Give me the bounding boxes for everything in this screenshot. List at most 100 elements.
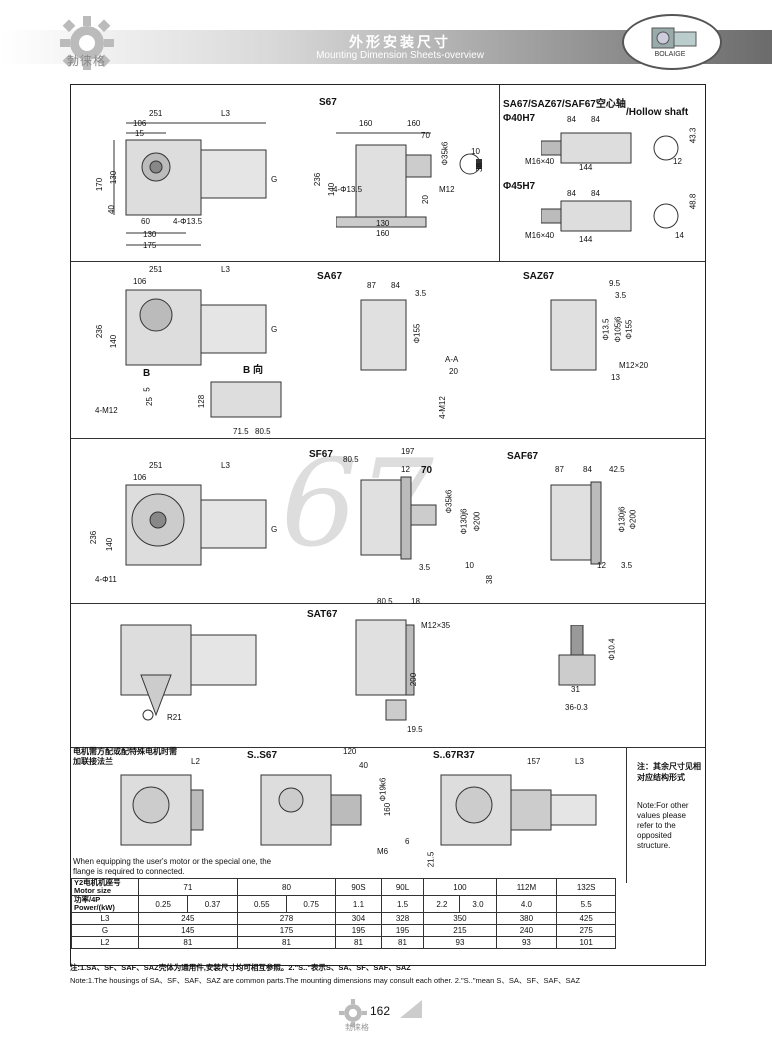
dim-label: Φ10.4 [607,638,617,661]
page-title-cn: 外形安装尺寸 [349,35,451,51]
dim-label: 251 [149,109,163,118]
dim-label: 170 [95,177,105,192]
dim-label: 80.5 [343,455,359,464]
dim-label: L3 [221,265,230,274]
dim-label: 60 [141,217,150,226]
dim-label: 38 [474,163,484,172]
section-divider [71,747,705,748]
table-header: 功率/4P Power/(kW) [71,895,139,913]
vertical-divider [499,85,500,261]
table-cell: 81 [335,936,382,949]
table-cell: 3.0 [459,895,497,913]
dim-label: 130 [376,219,390,228]
dim-label: 128 [197,394,207,409]
section-title-sat67: SAT67 [307,609,338,620]
dim-label: 20 [420,195,430,204]
dim-label: 3.5 [621,561,633,570]
s-67r37-view [440,774,597,846]
sat67-side-view [355,619,415,721]
dim-label: 42.5 [609,465,625,474]
dim-label: 38 [484,575,494,584]
dim-label: Φ130j6 [617,506,627,533]
table-cell: 245 [138,912,238,925]
dim-label: 4-M12 [437,396,447,419]
dim-label: 70 [421,131,430,140]
sf67-side-view [360,476,437,560]
dim-label: 87 [555,465,564,474]
dim-label: 10 [465,561,474,570]
table-row: Y2电机机座号 Motor size 71 80 90S 90L 100 112… [71,878,616,896]
table-cell: 1.1 [335,895,382,913]
dim-label: M16×40 [525,157,555,166]
adapter-view [120,774,204,846]
dim-label: Φ130j6 [459,508,469,535]
dim-label: R21 [167,713,182,722]
section-title-s-s67: S..S67 [247,750,278,761]
dim-label: 70 [421,465,433,476]
other-note-en: Note:For other values please refer to th… [637,801,689,850]
dim-label: 84 [391,281,400,290]
dim-label: L2 [191,757,200,766]
dim-label: 84 [583,465,592,474]
table-cell: 278 [236,912,337,925]
hollow-shaft-45 [541,200,679,232]
table-cell: 195 [335,924,382,937]
dim-label: 3.5 [419,563,431,572]
dim-label: 84 [591,189,600,198]
dim-label: 4-M12 [95,406,118,415]
sa67-front-view [125,289,267,366]
table-row: L2 81 81 81 81 93 93 101 [71,936,616,949]
section-title-sa67: SA67 [317,271,343,282]
dim-label: Φ155 [412,323,422,344]
vertical-divider [626,747,627,883]
dim-label: Φ155 [624,319,634,340]
dim-label: 4-Φ13.5 [173,217,203,226]
dim-label: 106 [133,277,147,286]
gear-logo-icon [60,16,114,70]
dim-label: Φ19k6 [378,777,388,802]
table-cell: 0.37 [187,895,238,913]
footer-logo-text: 勃徕格 [345,1023,369,1032]
dim-label: 12 [597,561,606,570]
table-cell: 0.55 [236,895,287,913]
dim-label: G [271,325,278,334]
dim-label: 120 [343,747,357,756]
table-cell: 380 [495,912,558,925]
dim-label: M16×40 [525,231,555,240]
table-cell: 4.0 [495,895,558,913]
dim-label: M12×20 [619,361,649,370]
dim-label: 140 [105,537,115,552]
table-cell: 175 [236,924,337,937]
dim-label: 9.5 [609,279,621,288]
table-cell: 304 [335,912,382,925]
logo-text: 勃徕格 [67,54,107,68]
dim-label: 157 [527,757,541,766]
dim-label: 25 [144,397,154,406]
dim-label: M12 [439,185,455,194]
s67-front-view [113,122,267,246]
table-cell: 240 [495,924,558,937]
page-number: 162 [370,1004,391,1018]
section-title-sf67: SF67 [309,449,333,460]
table-cell: 71 [138,878,238,896]
dim-label: Φ200 [628,509,638,530]
table-row: 功率/4P Power/(kW) 0.25 0.37 0.55 0.75 1.1… [71,895,616,913]
dim-label: 130 [143,230,157,239]
section-title-hollow-en: /Hollow shaft [626,107,689,118]
dim-label: 40 [106,205,116,214]
s-s67-view [260,774,362,846]
table-cell: 132S [556,878,616,896]
motor-note-cn: 电机需方配或配特殊电机时需加联接法兰 [73,747,177,766]
table-row: L3 245 278 304 328 350 380 425 [71,912,616,925]
dim-label: 140 [109,334,119,349]
motor-spec-table: Y2电机机座号 Motor size 71 80 90S 90L 100 112… [71,878,616,949]
table-cell: 81 [380,936,425,949]
table-cell: 100 [423,878,497,896]
dim-label: L3 [221,461,230,470]
table-cell: 0.25 [137,895,189,913]
dim-label: 12 [673,157,682,166]
table-cell: 90L [380,878,425,896]
dim-label: 80.5 [377,597,393,606]
dim-label: 4-Φ13.5 [333,185,363,194]
dim-label: Φ13.5 [601,318,611,341]
